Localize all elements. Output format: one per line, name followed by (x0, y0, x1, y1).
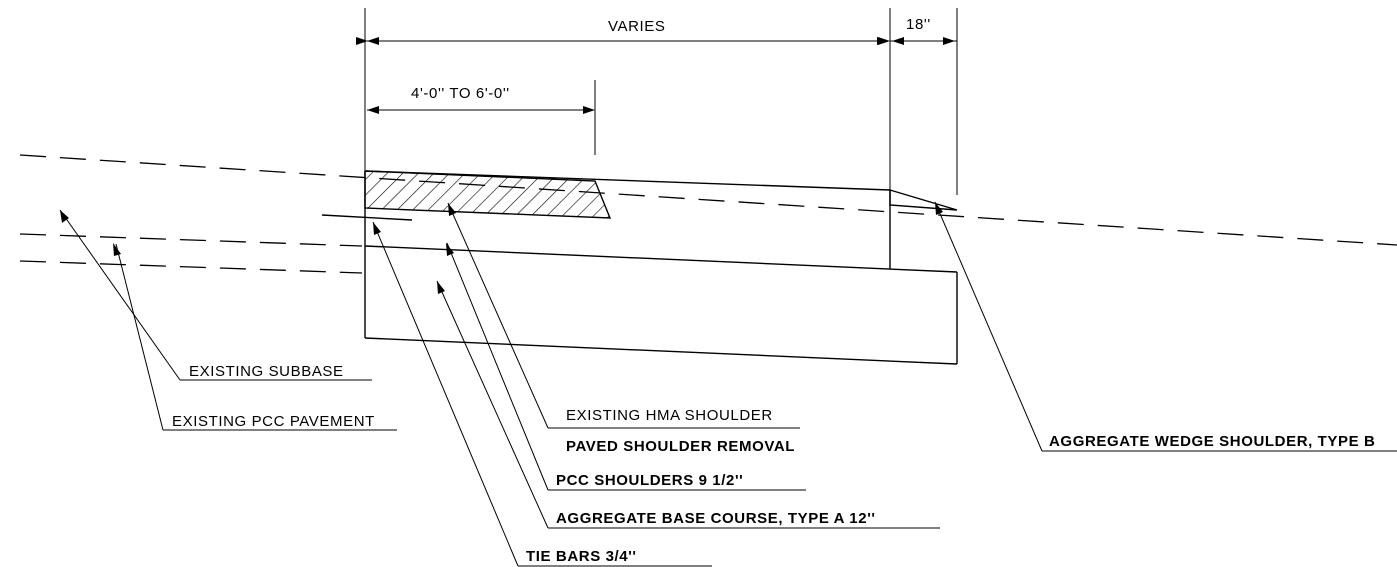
existing-surface-line (19, 154, 1397, 246)
dimension-wedge-width-label: 18'' (906, 16, 931, 33)
callout-aggregate-wedge-shoulder: AGGREGATE WEDGE SHOULDER, TYPE B (1042, 433, 1397, 452)
existing-pavement-bottom-line (19, 233, 363, 247)
callout-aggregate-base-course: AGGREGATE BASE COURSE, TYPE A 12'' (548, 510, 940, 529)
callout-existing-subbase: EXISTING SUBBASE (180, 363, 372, 381)
dimension-varies: VARIES 18'' (356, 8, 958, 195)
svg-text:EXISTING HMA SHOULDER: EXISTING HMA SHOULDER (566, 407, 773, 424)
dimension-removal-width: 4'-0'' TO 6'-0'' (367, 80, 596, 155)
svg-text:AGGREGATE WEDGE SHOULDER, TYPE: AGGREGATE WEDGE SHOULDER, TYPE B (1049, 433, 1375, 450)
callout-pcc-shoulders: PCC SHOULDERS 9 1/2'' (548, 472, 806, 491)
callout-paved-shoulder-removal: PAVED SHOULDER REMOVAL (566, 438, 795, 455)
svg-text:PCC SHOULDERS 9 1/2'': PCC SHOULDERS 9 1/2'' (556, 472, 743, 489)
callout-tie-bars: TIE BARS 3/4'' (518, 548, 712, 567)
callout-existing-pcc-pavement: EXISTING PCC PAVEMENT (163, 413, 397, 431)
dimension-removal-width-label: 4'-0'' TO 6'-0'' (411, 85, 510, 102)
tie-bar (321, 214, 413, 221)
leaders (59, 201, 1043, 567)
svg-text:PAVED SHOULDER REMOVAL: PAVED SHOULDER REMOVAL (566, 438, 795, 455)
aggregate-wedge (889, 189, 958, 211)
svg-text:EXISTING PCC PAVEMENT: EXISTING PCC PAVEMENT (172, 413, 375, 430)
svg-text:TIE BARS 3/4'': TIE BARS 3/4'' (526, 548, 637, 565)
callout-existing-hma-shoulder: EXISTING HMA SHOULDER (548, 407, 800, 429)
svg-text:EXISTING SUBBASE: EXISTING SUBBASE (189, 363, 344, 380)
dimension-varies-label: VARIES (608, 18, 666, 35)
existing-subbase-line (19, 260, 363, 274)
svg-text:AGGREGATE BASE COURSE, TYPE A: AGGREGATE BASE COURSE, TYPE A 12'' (556, 510, 876, 527)
